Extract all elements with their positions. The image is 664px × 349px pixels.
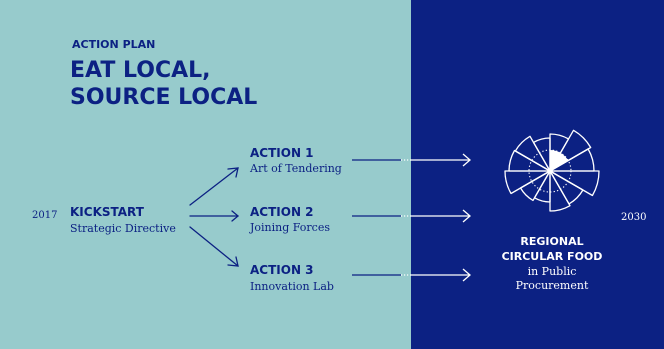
connector-arrow-action-3 [352,268,471,282]
circular-food-emblem-icon [504,129,600,212]
goal-line-1: REGIONAL [520,235,584,248]
action-plan-eyebrow: ACTION PLAN [72,38,156,51]
action-1-title: ACTION 1 [250,146,314,160]
emblem-segment [504,170,551,195]
kickstart-subtitle: Strategic Directive [70,222,176,235]
right-panel [411,0,664,349]
emblem-segment [549,170,571,212]
branch-arrows [189,167,240,267]
emblem-segment [508,149,551,172]
emblem-segment [514,135,551,172]
action-3-subtitle: Innovation Lab [250,280,334,293]
action-3-title: ACTION 3 [250,263,314,277]
emblem-segment [549,129,592,172]
start-year: 2017 [32,210,58,221]
kickstart-title: KICKSTART [70,205,144,219]
connector-arrow-action-1 [352,153,471,167]
action-2-subtitle: Joining Forces [250,221,331,234]
goal-line-3: in Public [527,265,577,278]
emblem-segment [532,137,551,172]
end-year: 2030 [621,212,647,223]
page-title-line-2: SOURCE LOCAL [70,85,258,110]
emblem-segment [549,170,600,197]
branch-arrow-to-action-3 [189,226,239,267]
branch-arrow-to-action-2 [189,210,240,222]
goal-line-2: CIRCULAR FOOD [501,250,603,263]
connector-arrow-action-2 [352,209,471,223]
emblem-filled-segment [550,150,569,171]
action-2-title: ACTION 2 [250,205,314,219]
goal-line-4: Procurement [515,279,589,292]
branch-arrow-to-action-1 [189,167,239,206]
action-1-subtitle: Art of Tendering [250,162,342,175]
emblem-dotted-ring [528,149,572,193]
left-panel [0,0,411,349]
page-title-line-1: EAT LOCAL, [70,58,211,83]
